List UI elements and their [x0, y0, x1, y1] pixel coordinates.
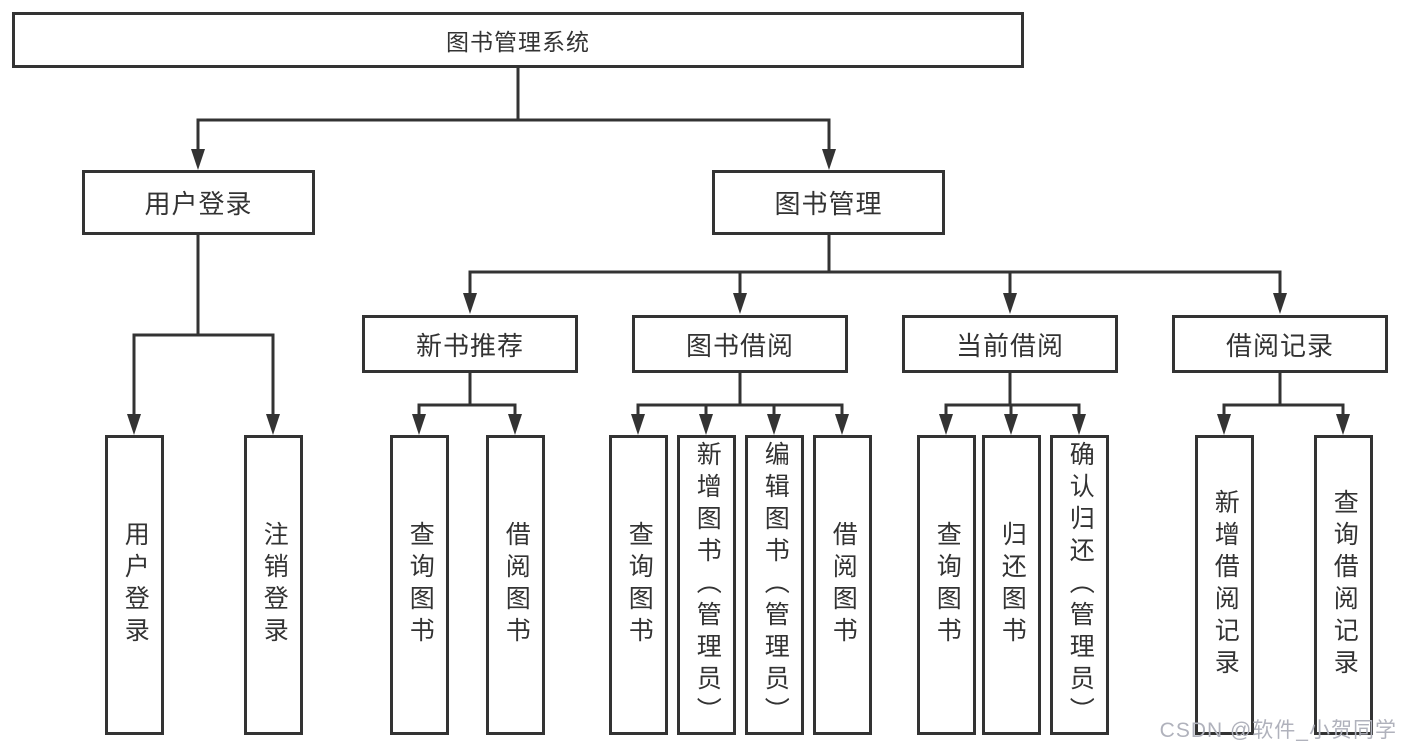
leaf-add-book-admin: 新增图书（管理员）: [677, 435, 736, 735]
node-new-book-recommendation-label: 新书推荐: [415, 330, 524, 361]
leaf-query-books-current-label: 查询图书: [933, 521, 962, 649]
leaf-query-books-borrowing: 查询图书: [609, 435, 668, 735]
leaf-add-book-admin-label: 新增图书（管理员）: [693, 441, 722, 729]
leaf-query-books-recommend-label: 查询图书: [406, 521, 435, 649]
leaf-borrow-books-borrowing: 借阅图书: [813, 435, 872, 735]
leaf-edit-book-admin: 编辑图书（管理员）: [745, 435, 804, 735]
node-current-borrowing-label: 当前借阅: [955, 330, 1064, 361]
node-book-management: 图书管理: [712, 170, 945, 235]
leaf-logout: 注销登录: [244, 435, 303, 735]
node-borrowing-records-label: 借阅记录: [1225, 330, 1334, 361]
node-book-borrowing-label: 图书借阅: [685, 330, 794, 361]
node-root: 图书管理系统: [12, 12, 1024, 68]
csdn-watermark: CSDN @软件_小贺同学: [1159, 719, 1397, 742]
leaf-confirm-return-admin: 确认归还（管理员）: [1050, 435, 1109, 735]
leaf-query-books-current: 查询图书: [917, 435, 976, 735]
leaf-borrow-books-recommend: 借阅图书: [486, 435, 545, 735]
leaf-add-borrow-record-label: 新增借阅记录: [1211, 489, 1240, 681]
leaf-query-books-recommend: 查询图书: [390, 435, 449, 735]
arrowheads: [127, 149, 1350, 435]
leaf-query-borrow-record: 查询借阅记录: [1314, 435, 1373, 735]
node-book-borrowing: 图书借阅: [632, 315, 848, 373]
node-borrowing-records: 借阅记录: [1172, 315, 1388, 373]
node-book-management-label: 图书管理: [774, 189, 883, 219]
node-root-label: 图书管理系统: [446, 29, 590, 55]
leaf-logout-label: 注销登录: [260, 521, 289, 649]
node-new-book-recommendation: 新书推荐: [362, 315, 578, 373]
leaf-add-borrow-record: 新增借阅记录: [1195, 435, 1254, 735]
leaf-query-books-borrowing-label: 查询图书: [625, 521, 654, 649]
leaf-borrow-books-borrowing-label: 借阅图书: [829, 521, 858, 649]
node-current-borrowing: 当前借阅: [902, 315, 1118, 373]
leaf-confirm-return-admin-label: 确认归还（管理员）: [1066, 441, 1095, 729]
node-user-login-label: 用户登录: [144, 189, 253, 219]
leaf-edit-book-admin-label: 编辑图书（管理员）: [761, 441, 790, 729]
leaf-query-borrow-record-label: 查询借阅记录: [1330, 489, 1359, 681]
leaf-user-login-label: 用户登录: [121, 521, 150, 649]
leaf-return-books: 归还图书: [982, 435, 1041, 735]
node-user-login: 用户登录: [82, 170, 315, 235]
leaf-borrow-books-recommend-label: 借阅图书: [502, 521, 531, 649]
leaf-return-books-label: 归还图书: [998, 521, 1027, 649]
leaf-user-login: 用户登录: [105, 435, 164, 735]
